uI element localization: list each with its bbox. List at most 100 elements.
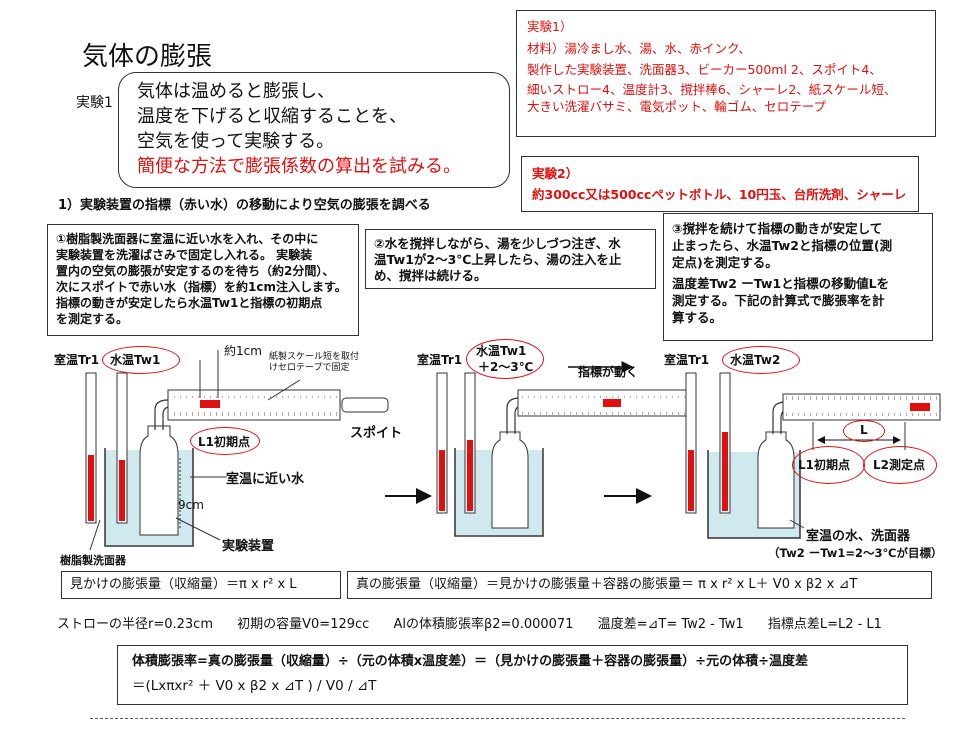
- label-l1-initial: L1初期点: [198, 435, 250, 449]
- label-water-tw2: 水温Tw2: [730, 353, 781, 367]
- basin: [707, 450, 801, 539]
- label-water-tw1: 水温Tw1: [110, 353, 161, 367]
- scale-ticks: [783, 396, 940, 402]
- materials-line: 細いストロー4、温度計3、撹拌棒6、シャーレ2、紙スケール短、: [527, 81, 897, 97]
- formula-true: 真の膨張量（収縮量）＝見かけの膨張量＋容器の膨張量＝ π x r² x L＋ V…: [347, 571, 932, 599]
- thermometer-tw1: [116, 372, 128, 524]
- label-indicator-moves: 指標が動く: [578, 365, 639, 379]
- experiment2-text: 約300cc又は500ccペットボトル、10円玉、台所洗剤、シャーレ: [532, 187, 907, 202]
- thermometer-tr1-mercury: [88, 455, 94, 521]
- experiment2-heading: 実験2）: [532, 166, 579, 181]
- page-title: 気体の膨張: [82, 42, 213, 72]
- indicator-red-water: [603, 399, 621, 407]
- label-room-water-basin: 室温の水、洗面器: [806, 529, 911, 544]
- label-l: L: [860, 423, 868, 437]
- setup-3: [685, 372, 941, 539]
- step3-line: 止まったら、水温Tw2と指標の位置(測: [672, 238, 893, 253]
- label-room-temp-tr1: 室温Tr1: [54, 353, 100, 367]
- step1-line: 実験装置を洗濯ばさみで固定し入れる。 実験装: [56, 248, 313, 262]
- thermometer-tw2-mercury: [722, 432, 728, 511]
- materials-heading: 実験1）: [527, 19, 573, 34]
- param-temp-diff: 温度差=⊿T= Tw2 - Tw1: [597, 617, 744, 632]
- materials-line: 大きい洗濯バサミ、電気ポット、輪ゴム、セロテープ: [527, 98, 827, 114]
- highlight-oval: [863, 446, 937, 484]
- step3-line: ③撹拌を続けて指標の動きが安定して: [672, 221, 883, 236]
- step2-line: ②水を撹拌しながら、湯を少しづつ注ぎ、水: [374, 236, 621, 251]
- bottle: [491, 431, 529, 529]
- scale-ticks: [168, 392, 340, 398]
- scale-ticks: [518, 409, 690, 415]
- intro-line: 気体は温めると膨張し、: [137, 81, 335, 102]
- intro-highlight: 簡便な方法で膨張係数の算出を試みる。: [137, 156, 461, 177]
- indicator-red-water: [200, 400, 220, 408]
- step1-line: 次にスポイトで赤い水（指標）を約1cm注入します。: [56, 280, 347, 294]
- label-about-1cm: 約1cm: [224, 344, 262, 358]
- basin: [104, 448, 194, 547]
- label-l1-initial: L1初期点: [798, 458, 850, 472]
- label-height-9cm: 9cm: [178, 498, 204, 512]
- leader-line: [789, 519, 805, 529]
- label-water-tw1-rise: 水温Tw1: [476, 344, 527, 358]
- step1-line: ①樹脂製洗面器に室温に近い水を入れ、その中に: [56, 232, 319, 246]
- label-resin-basin: 樹脂製洗面器: [60, 554, 126, 567]
- step2-box: ②水を撹拌しながら、湯を少しづつ注ぎ、水 温Tw1が2～3℃上昇したら、湯の注入…: [365, 229, 656, 289]
- step3-line: 定点)を測定する。: [672, 255, 778, 270]
- label-room-temp-tr1: 室温Tr1: [417, 353, 463, 367]
- label-dropper: スポイト: [350, 426, 403, 441]
- setup-2: [436, 361, 691, 537]
- step2-line: め、撹拌は続ける。: [374, 268, 487, 283]
- step3-box: ③撹拌を続けて指標の動きが安定して 止まったら、水温Tw2と指標の位置(測 定点…: [663, 213, 933, 341]
- thermometer-tr1: [436, 372, 448, 514]
- step3-line: 測定する。下記の計算式で膨張率を計: [672, 293, 885, 308]
- step3-line: 算する。: [672, 310, 723, 325]
- materials-box: 実験1） 材料）湯冷まし水、湯、水、赤インク、 製作した実験装置、洗面器3、ビー…: [516, 10, 936, 137]
- bottle: [757, 431, 795, 529]
- setup-1: [85, 350, 389, 551]
- intro-line: 空気を使って実験する。: [137, 131, 335, 152]
- parameters-row: ストローの半径r=0.23cm 初期の容量V0=129cc Alの体積膨張率β2…: [57, 613, 902, 632]
- label-near-room-water: 室温に近い水: [226, 472, 305, 487]
- scale-ticks: [168, 412, 340, 418]
- thermometer-tw1-mercury: [119, 460, 125, 521]
- step1-line: を測定する。: [56, 312, 129, 326]
- step1-line: 置内の空気の膨張が安定するのを待ち（約2分間）、: [56, 264, 335, 278]
- param-point-diff: 指標点差L=L2 - L1: [767, 617, 882, 632]
- label-scale-note-1: 紙製スケール短を取付: [269, 352, 360, 362]
- formula-expansion-rate-box: 体積膨張率=真の膨張量（収縮量）÷（元の体積x温度差）＝（見かけの膨張量＋容器の…: [117, 645, 908, 705]
- intro-line: 温度を下げると収縮することを、: [137, 106, 407, 127]
- indicator-red-water: [910, 403, 930, 411]
- step2-line: 温Tw1が2～3℃上昇したら、湯の注入を止: [374, 252, 622, 267]
- bottle: [139, 425, 179, 536]
- materials-line: 製作した実験装置、洗面器3、ビーカー500ml 2、スポイト4、: [527, 62, 882, 77]
- dropper: [341, 397, 389, 413]
- intro-box: 気体は温めると膨張し、 温度を下げると収縮することを、 空気を使って実験する。 …: [118, 72, 510, 188]
- scale-ticks: [518, 392, 690, 398]
- thermometer-tw1-mercury: [467, 440, 473, 511]
- param-al-coeff: Alの体積膨張率β2=0.000071: [393, 617, 574, 632]
- leader-line: [267, 379, 301, 401]
- param-radius: ストローの半径r=0.23cm: [57, 617, 213, 632]
- step1-box: ①樹脂製洗面器に室温に近い水を入れ、その中に 実験装置を洗濯ばさみで固定し入れる…: [47, 224, 359, 336]
- formula-rate-line2: ＝(Lxπxr² ＋ V0 x β2 x ⊿T ) / V0 / ⊿T: [132, 678, 377, 694]
- label-l2-measure: L2測定点: [873, 458, 925, 472]
- leader-line: [89, 519, 101, 551]
- label-apparatus: 実験装置: [222, 539, 275, 554]
- formula-apparent: 見かけの膨張量（収縮量）＝π x r² x L: [61, 571, 341, 599]
- experiment1-label: 実験1: [76, 95, 113, 111]
- highlight-oval: [466, 339, 544, 379]
- thermometer-tr1: [85, 372, 97, 524]
- param-volume: 初期の容量V0=129cc: [237, 617, 370, 632]
- highlight-oval: [722, 346, 800, 374]
- thermometer-tr1-mercury: [439, 450, 445, 511]
- basin: [454, 448, 544, 537]
- step1-line: 指標の動きが安定したら水温Tw1と指標の初期点: [56, 296, 323, 310]
- scale-ticks: [783, 413, 940, 419]
- label-room-temp-tr1: 室温Tr1: [664, 353, 710, 367]
- experiment2-box: 実験2） 約300cc又は500ccペットボトル、10円玉、台所洗剤、シャーレ: [521, 156, 919, 212]
- materials-line: 材料）湯冷まし水、湯、水、赤インク、: [527, 40, 751, 56]
- label-target-note: （Tw2 ーTw1=2～3℃が目標）: [768, 546, 943, 560]
- section-heading: 1）実験装置の指標（赤い水）の移動により空気の膨張を調べる: [58, 198, 431, 213]
- step3-line: 温度差Tw2 ーTw1と指標の移動値Lを: [672, 276, 890, 291]
- leader-line: [175, 517, 221, 541]
- highlight-oval: [190, 427, 260, 455]
